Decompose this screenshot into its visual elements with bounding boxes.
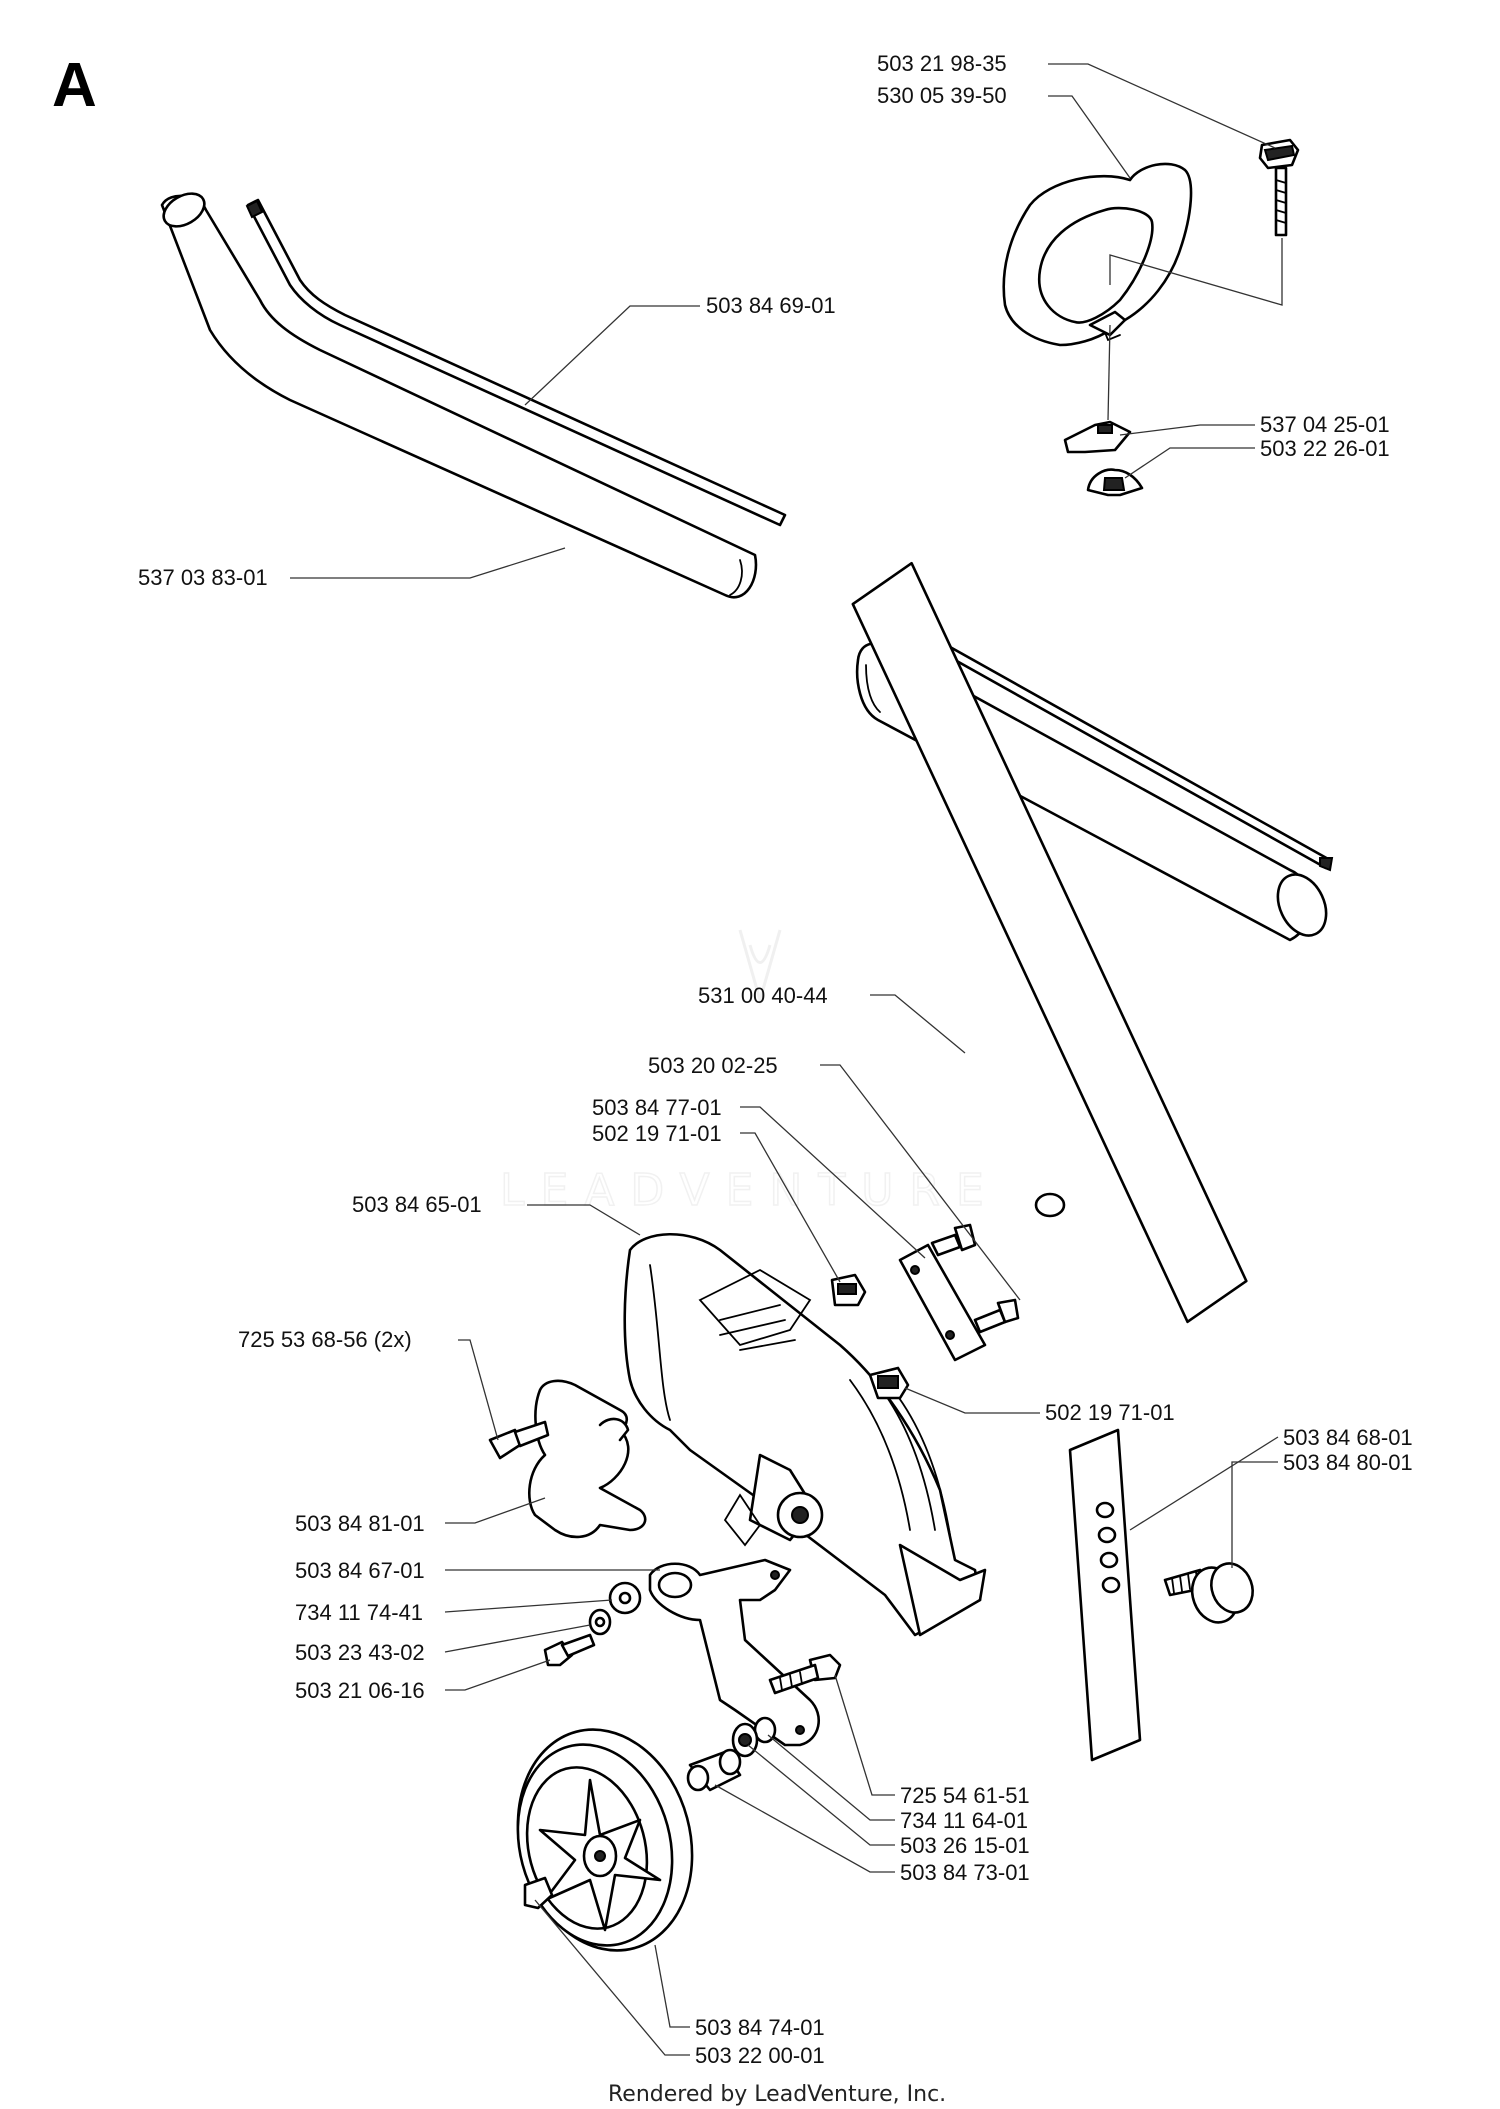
label-503-84-68-01: 503 84 68-01	[1283, 1425, 1413, 1450]
label-503-22-00-01: 503 22 00-01	[695, 2043, 825, 2068]
wheel-spacer	[686, 1748, 742, 1792]
label-734-11-64-01: 734 11 64-01	[900, 1808, 1028, 1833]
label-503-84-69-01: 503 84 69-01	[706, 293, 836, 318]
axle-screw	[768, 1653, 842, 1695]
label-537-03-83-01: 537 03 83-01	[138, 565, 268, 590]
label-503-84-65-01: 503 84 65-01	[352, 1192, 482, 1217]
part-labels: 503 21 98-35 530 05 39-50 503 84 69-01 5…	[138, 51, 1413, 2068]
adjust-knob	[1163, 1562, 1254, 1624]
handle-wing-nut	[1086, 468, 1144, 497]
footer-credit: Rendered by LeadVenture, Inc.	[608, 2082, 946, 2107]
label-503-84-67-01: 503 84 67-01	[295, 1558, 425, 1583]
clamp-nut-lower	[868, 1366, 910, 1400]
wheel	[516, 1728, 694, 1952]
drive-shaft-upper	[245, 198, 787, 527]
handle-bolt	[1258, 138, 1300, 237]
clamp-nut-upper	[830, 1273, 867, 1307]
loop-handle	[1002, 162, 1193, 347]
label-503-84-77-01: 503 84 77-01	[592, 1095, 722, 1120]
handle-bracket	[1063, 420, 1132, 454]
label-503-84-73-01: 503 84 73-01	[900, 1860, 1030, 1885]
label-725-54-61-51: 725 54 61-51	[900, 1783, 1030, 1808]
label-530-05-39-50: 530 05 39-50	[877, 83, 1007, 108]
label-503-21-98-35: 503 21 98-35	[877, 51, 1007, 76]
wheel-arm	[648, 1558, 820, 1747]
label-531-00-40-44: 531 00 40-44	[698, 983, 828, 1008]
label-503-84-80-01: 503 84 80-01	[1283, 1450, 1413, 1475]
label-503-23-43-02: 503 23 43-02	[295, 1640, 425, 1665]
watermark-text: LEADVENTURE	[500, 1165, 1000, 1216]
label-503-20-02-25: 503 20 02-25	[648, 1053, 778, 1078]
blade-guard	[623, 1233, 987, 1637]
washer-734-11-74-41	[608, 1581, 642, 1615]
washer-503-23-43-02	[588, 1608, 612, 1636]
label-503-84-81-01: 503 84 81-01	[295, 1511, 425, 1536]
edger-blade	[851, 561, 1248, 1324]
label-503-21-06-16: 503 21 06-16	[295, 1678, 425, 1703]
label-725-53-68-56: 725 53 68-56 (2x)	[238, 1327, 412, 1352]
guard-clamp	[488, 1379, 647, 1539]
shaft-tube-upper	[160, 192, 758, 599]
label-734-11-74-41: 734 11 74-41	[295, 1600, 423, 1625]
label-503-84-74-01: 503 84 74-01	[695, 2015, 825, 2040]
depth-plate	[1068, 1428, 1142, 1762]
label-503-22-26-01: 503 22 26-01	[1260, 436, 1390, 461]
label-502-19-71-01-a: 502 19 71-01	[592, 1121, 722, 1146]
section-letter: A	[52, 51, 97, 120]
label-503-26-15-01: 503 26 15-01	[900, 1833, 1030, 1858]
clamp-plate	[898, 1223, 1020, 1362]
leader-lines	[290, 63, 1283, 2056]
watermark-logo: LEADVENTURE	[499, 929, 1000, 1217]
label-502-19-71-01-b: 502 19 71-01	[1045, 1400, 1175, 1425]
label-537-04-25-01: 537 04 25-01	[1260, 412, 1390, 437]
screw-503-21-06-16	[543, 1633, 596, 1667]
